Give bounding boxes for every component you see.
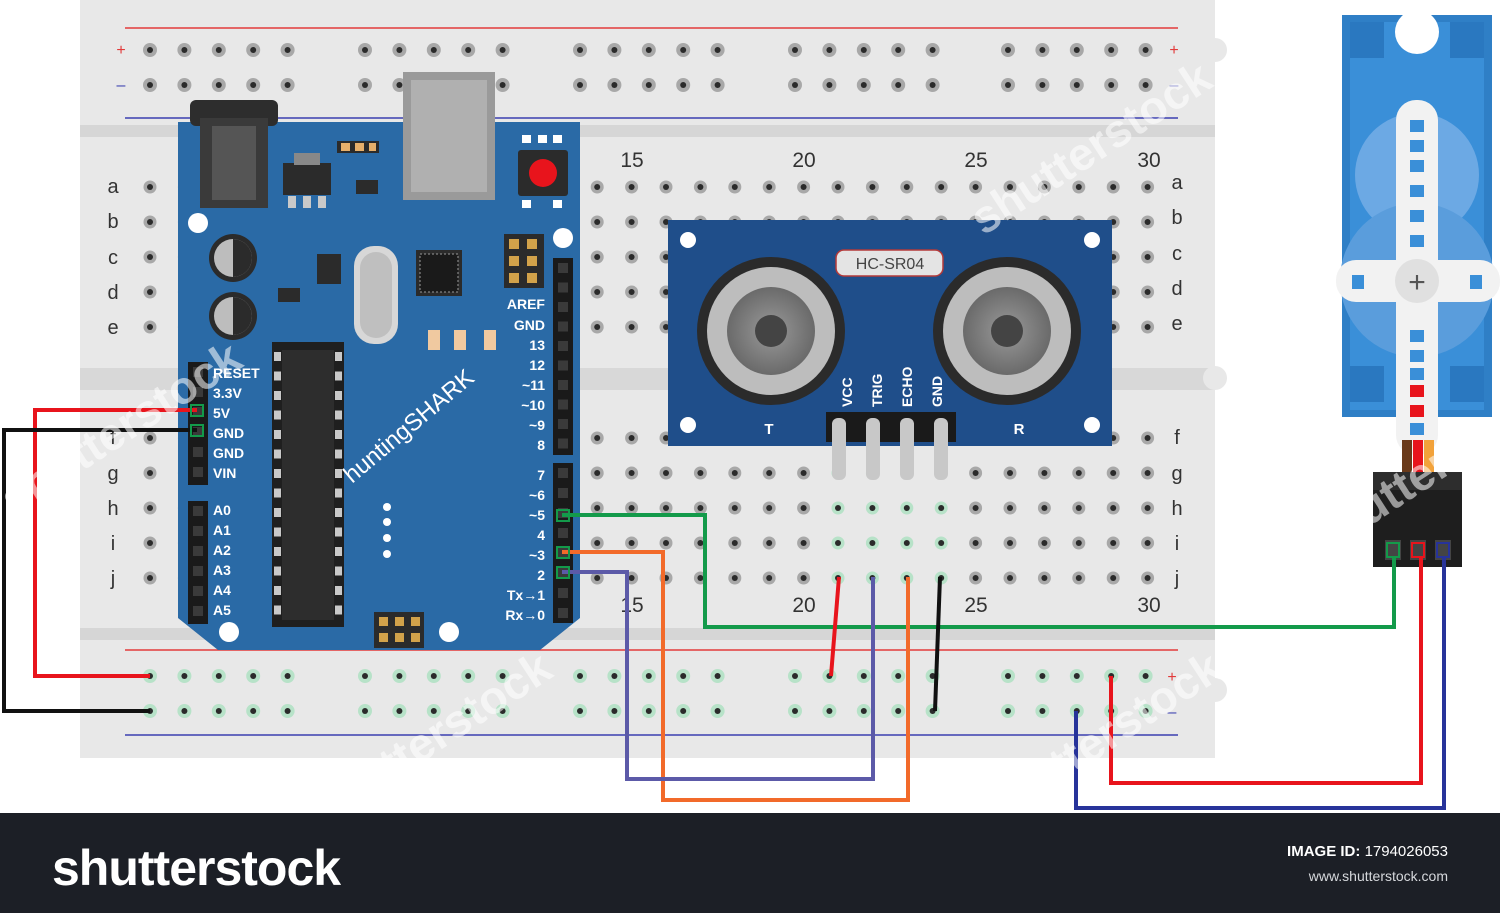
pin-label-gnd-d: GND bbox=[514, 317, 545, 333]
row-label-a-left: a bbox=[107, 176, 119, 198]
row-label-c-right: c bbox=[1172, 243, 1182, 265]
footer-bar: shutterstock IMAGE ID: 1794026053 www.sh… bbox=[0, 813, 1500, 913]
sensor-pin-vcc-label: VCC bbox=[839, 377, 855, 407]
pin-label-5v: 5V bbox=[213, 405, 231, 421]
wire-pin2-blue bbox=[562, 570, 875, 781]
row-label-d-left: d bbox=[107, 282, 118, 304]
row-label-i-right: i bbox=[1175, 533, 1179, 555]
wire-servo-red bbox=[1109, 557, 1423, 785]
wire-vcc-red bbox=[829, 576, 841, 677]
wire-servo-blue bbox=[1074, 557, 1446, 810]
column-number-20-top: 20 bbox=[792, 149, 815, 172]
pin-label-gnd-1: GND bbox=[213, 425, 244, 441]
column-number-25-bottom: 25 bbox=[964, 594, 987, 617]
row-label-f-right: f bbox=[1174, 427, 1180, 449]
wires bbox=[2, 408, 1446, 810]
rail-plus-top-right: + bbox=[1169, 42, 1178, 59]
sensor-pin-gnd bbox=[934, 418, 948, 480]
row-label-f-left: f bbox=[110, 427, 116, 449]
sensor-model: HC-SR04 bbox=[856, 256, 925, 273]
column-number-15-top: 15 bbox=[620, 149, 643, 172]
servo-motor: + bbox=[1336, 10, 1500, 567]
pin-label-8: 8 bbox=[537, 437, 545, 453]
sensor-label-t: T bbox=[764, 421, 773, 438]
row-label-a-right: a bbox=[1171, 172, 1183, 194]
row-label-h-left: h bbox=[107, 498, 118, 520]
row-label-g-left: g bbox=[107, 463, 118, 485]
pin-label-2: 2 bbox=[537, 567, 545, 583]
hc-sr04-sensor: HC-SR04 T R VCC TRIG ECHO GND bbox=[668, 220, 1112, 480]
pin-label-3: ~3 bbox=[529, 547, 545, 563]
sensor-pin-gnd-label: GND bbox=[929, 376, 945, 407]
sensor-pin-trig bbox=[866, 418, 880, 480]
wire-gnd-black bbox=[2, 428, 197, 713]
row-label-i-left: i bbox=[111, 533, 115, 555]
rail-minus-bottom-right: – bbox=[1168, 704, 1177, 721]
pin-label-6: ~6 bbox=[529, 487, 545, 503]
column-number-25-top: 25 bbox=[964, 149, 987, 172]
pin-label-13: 13 bbox=[529, 337, 545, 353]
sensor-pin-vcc bbox=[832, 418, 846, 480]
row-label-e-left: e bbox=[107, 317, 118, 339]
rail-plus-top-left: + bbox=[116, 42, 125, 59]
row-label-j-left: j bbox=[110, 568, 115, 590]
pin-label-a0: A0 bbox=[213, 502, 231, 518]
pin-label-7: 7 bbox=[537, 467, 545, 483]
pin-label-9: ~9 bbox=[529, 417, 545, 433]
footer-url[interactable]: www.shutterstock.com bbox=[1308, 868, 1448, 884]
row-label-h-right: h bbox=[1171, 498, 1182, 520]
wire-5v-red bbox=[33, 408, 197, 678]
footer-brand-logo[interactable]: shutterstock bbox=[52, 840, 341, 896]
sensor-label-r: R bbox=[1014, 421, 1025, 438]
row-label-g-right: g bbox=[1171, 463, 1182, 485]
row-label-j-right: j bbox=[1174, 568, 1179, 590]
sensor-pin-echo-label: ECHO bbox=[899, 366, 915, 407]
image-id-value: 1794026053 bbox=[1364, 843, 1448, 860]
arduino-board: huntingSHARK RESET 3.3V 5V GND GND VIN A… bbox=[178, 72, 580, 650]
pin-label-tx1: Tx→1 bbox=[507, 587, 545, 603]
pin-label-reset: RESET bbox=[213, 365, 260, 381]
pin-label-10: ~10 bbox=[521, 397, 545, 413]
pin-label-11: ~11 bbox=[522, 377, 545, 393]
sensor-pin-trig-label: TRIG bbox=[869, 373, 885, 407]
row-label-c-left: c bbox=[108, 247, 118, 269]
transmitter-speaker bbox=[697, 257, 845, 405]
rail-minus-top-right: – bbox=[1170, 77, 1179, 94]
row-label-d-right: d bbox=[1171, 278, 1182, 300]
pin-label-5: ~5 bbox=[529, 507, 545, 523]
pin-label-a3: A3 bbox=[213, 562, 231, 578]
pin-label-12: 12 bbox=[529, 357, 545, 373]
wire-pin3-orange bbox=[562, 550, 910, 802]
rail-minus-top-left: – bbox=[117, 77, 126, 94]
pin-label-4: 4 bbox=[537, 527, 545, 543]
receiver-speaker bbox=[933, 257, 1081, 405]
pin-label-vin: VIN bbox=[213, 465, 236, 481]
column-number-30-bottom: 30 bbox=[1137, 594, 1160, 617]
image-id-label: IMAGE ID: bbox=[1287, 843, 1361, 860]
pin-label-aref: AREF bbox=[507, 296, 546, 312]
column-number-15-bottom: 15 bbox=[620, 594, 643, 617]
pin-label-a5: A5 bbox=[213, 602, 231, 618]
wire-pin5-green bbox=[562, 513, 1396, 629]
image-id: IMAGE ID: 1794026053 bbox=[1287, 843, 1448, 860]
rail-plus-bottom-right: + bbox=[1167, 669, 1176, 686]
column-number-20-bottom: 20 bbox=[792, 594, 815, 617]
sensor-pin-echo bbox=[900, 418, 914, 480]
wire-gnd-black-sensor bbox=[933, 576, 942, 712]
row-label-b-right: b bbox=[1171, 207, 1182, 229]
pin-label-gnd-2: GND bbox=[213, 445, 244, 461]
row-label-b-left: b bbox=[107, 211, 118, 233]
column-number-30-top: 30 bbox=[1137, 149, 1160, 172]
pin-label-a1: A1 bbox=[213, 522, 231, 538]
pin-label-3v3: 3.3V bbox=[213, 385, 242, 401]
pin-label-a4: A4 bbox=[213, 582, 231, 598]
row-label-e-right: e bbox=[1171, 313, 1182, 335]
pin-label-rx0: Rx→0 bbox=[505, 607, 545, 623]
pin-label-a2: A2 bbox=[213, 542, 231, 558]
servo-screw-icon: + bbox=[1408, 266, 1426, 299]
